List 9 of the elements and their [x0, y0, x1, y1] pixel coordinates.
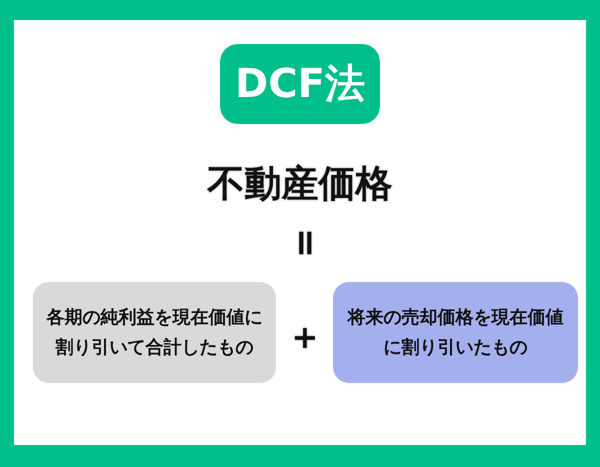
method-name: DCF法: [235, 62, 365, 106]
term-text: 各期の純利益を現在価値に割り引いて合計したもの: [45, 306, 264, 360]
equals-sign: =: [287, 228, 324, 258]
term-text: 将来の売却価格を現在価値に割り引いたもの: [346, 306, 564, 360]
result-heading: 不動産価格: [208, 164, 392, 202]
plus-sign: +: [292, 321, 318, 353]
term-box: [33, 282, 276, 383]
title-box: [220, 44, 380, 124]
term-box: [333, 282, 578, 383]
